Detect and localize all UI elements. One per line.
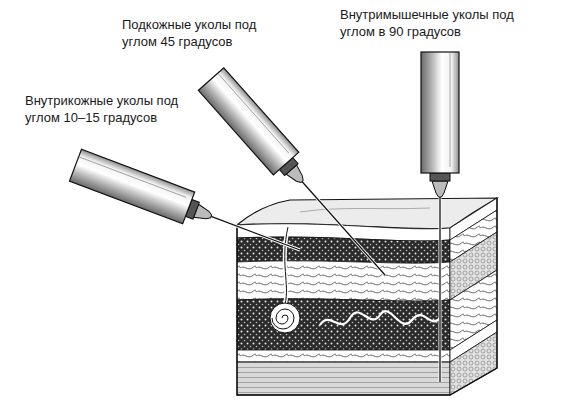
- barrel-shine: [450, 52, 451, 167]
- block-outline: [237, 198, 497, 395]
- fat-layer: [237, 299, 450, 350]
- needle: [439, 197, 440, 382]
- gland-coil: [272, 309, 294, 329]
- skin-side-face: [450, 198, 497, 395]
- skin-front-face: [237, 224, 450, 395]
- muscle-layer: [237, 362, 450, 395]
- angle-label: Внутримышечные уколы под углом в 90 град…: [340, 6, 518, 40]
- angle-label: Подкожные уколы под углом 45 градусов: [122, 16, 294, 50]
- syringe-barrel: [69, 149, 194, 224]
- subcutaneous-syringe: [198, 68, 397, 286]
- connective-layer: [237, 261, 450, 301]
- hub-ring: [430, 173, 450, 181]
- syringe-barrel: [421, 52, 459, 173]
- needle-hub: [432, 181, 448, 197]
- intramuscular-syringe: [421, 52, 459, 382]
- gland-duct: [285, 227, 288, 304]
- needle: [302, 182, 385, 275]
- barrel-shine: [218, 73, 289, 153]
- blood-vessel: [320, 311, 440, 325]
- needle: [302, 182, 385, 275]
- syringe-barrel: [198, 68, 298, 175]
- needle: [211, 216, 300, 250]
- needle: [439, 197, 442, 382]
- angle-label: Внутрикожные уколы под углом 10–15 граду…: [25, 92, 207, 126]
- needle: [211, 216, 300, 250]
- barrel-shine: [79, 157, 187, 198]
- side-muscle: [450, 332, 497, 395]
- gland-duct: [285, 227, 288, 304]
- dermis-layer: [237, 237, 450, 263]
- skin-texture: [300, 208, 430, 212]
- fascia-layer: [237, 350, 450, 362]
- sweat-gland: [270, 303, 300, 333]
